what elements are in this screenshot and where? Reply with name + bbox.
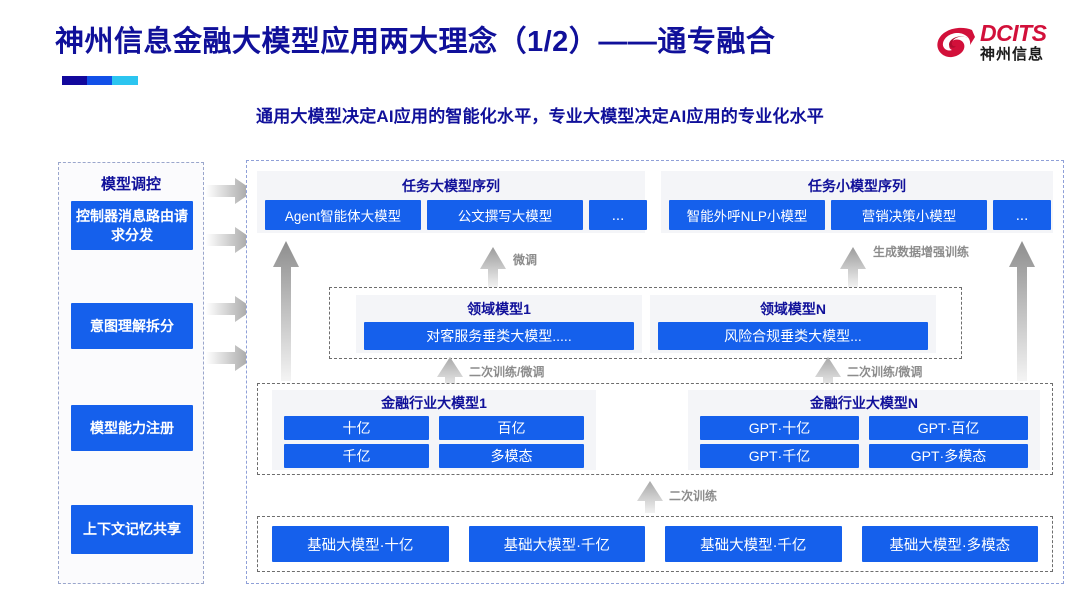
control-item-router[interactable]: 控制器消息路由请求分发 xyxy=(71,201,193,250)
right-arrow-icon-2 xyxy=(206,227,254,253)
logo-wordmark: DCITS 神州信息 xyxy=(980,20,1064,64)
domain-model-n-chip[interactable]: 风险合规垂类大模型... xyxy=(658,322,928,350)
flow-label-retrain-finetune-left: 二次训练/微调 xyxy=(469,365,545,379)
page-header: 神州信息金融大模型应用两大理念（1/2）——通专融合 DCITS 神州信息 通用… xyxy=(0,0,1080,126)
task-small-model-sequence-title: 任务小模型序列 xyxy=(808,178,906,194)
domain-model-1-card: 领域模型1 对客服务垂类大模型..... xyxy=(356,295,642,353)
accent-segment-3 xyxy=(112,76,138,85)
model-control-panel-title: 模型调控 xyxy=(100,176,161,193)
domain-model-1-title: 领域模型1 xyxy=(467,301,531,317)
flow-label-retrain: 二次训练 xyxy=(669,489,718,503)
industry-n-chip-gpt-hundred-billion[interactable]: GPT·千亿 xyxy=(700,444,859,468)
task-chip-document[interactable]: 公文撰写大模型 xyxy=(427,200,583,230)
title-accent-bar xyxy=(62,76,138,85)
industry-model-1-title: 金融行业大模型1 xyxy=(381,395,487,411)
right-arrow-icon-1 xyxy=(206,178,254,204)
industry-1-chip-hundred-billion[interactable]: 千亿 xyxy=(284,444,429,468)
page-subtitle: 通用大模型决定AI应用的智能化水平，专业大模型决定AI应用的专业化水平 xyxy=(256,107,824,126)
domain-model-n-title: 领域模型N xyxy=(759,301,827,317)
task-chip-marketing[interactable]: 营销决策小模型 xyxy=(831,200,987,230)
up-arrow-icon-finetune xyxy=(480,247,506,292)
control-item-registry[interactable]: 模型能力注册 xyxy=(71,405,193,451)
base-chip-billion[interactable]: 基础大模型·十亿 xyxy=(272,526,449,562)
base-model-band: 基础大模型·十亿 基础大模型·千亿 基础大模型·千亿 基础大模型·多模态 xyxy=(257,516,1053,572)
industry-n-chip-gpt-ten-billion[interactable]: GPT·百亿 xyxy=(869,416,1028,440)
industry-1-chip-multimodal[interactable]: 多模态 xyxy=(439,444,584,468)
industry-n-chip-gpt-billion[interactable]: GPT·十亿 xyxy=(700,416,859,440)
task-chip-outbound-nlp[interactable]: 智能外呼NLP小模型 xyxy=(669,200,825,230)
up-arrow-icon-retrain-finetune-right xyxy=(815,357,841,394)
base-chip-hundred-billion-1[interactable]: 基础大模型·千亿 xyxy=(468,526,645,562)
industry-1-chip-billion[interactable]: 十亿 xyxy=(284,416,429,440)
industry-model-band: 金融行业大模型1 十亿 百亿 千亿 多模态 金融行业大模型N GPT·十亿 GP… xyxy=(257,383,1053,475)
base-chip-hundred-billion-2[interactable]: 基础大模型·千亿 xyxy=(665,526,842,562)
base-chip-multimodal[interactable]: 基础大模型·多模态 xyxy=(861,526,1038,562)
logo-brand-chinese: 神州信息 xyxy=(980,46,1045,63)
accent-segment-2 xyxy=(87,76,113,85)
right-arrow-icon-3 xyxy=(206,296,254,322)
industry-1-chip-ten-billion[interactable]: 百亿 xyxy=(439,416,584,440)
industry-model-1-card: 金融行业大模型1 十亿 百亿 千亿 多模态 xyxy=(272,390,596,470)
right-arrow-icon-4 xyxy=(206,345,254,371)
up-arrow-icon-retrain-finetune-left xyxy=(437,357,463,394)
page-title: 神州信息金融大模型应用两大理念（1/2）——通专融合 xyxy=(55,26,776,58)
company-logo: DCITS 神州信息 xyxy=(934,20,1064,72)
control-item-intent[interactable]: 意图理解拆分 xyxy=(71,303,193,349)
task-large-model-chip-row: Agent智能体大模型 公文撰写大模型 ... xyxy=(257,196,647,230)
up-arrow-icon-data-aug xyxy=(840,247,866,292)
task-small-model-chip-row: 智能外呼NLP小模型 营销决策小模型 ... xyxy=(661,196,1053,230)
domain-model-1-chip[interactable]: 对客服务垂类大模型..... xyxy=(364,322,634,350)
model-control-panel: 模型调控 控制器消息路由请求分发 意图理解拆分 模型能力注册 上下文记忆共享 xyxy=(58,162,204,584)
task-chip-more-small[interactable]: ... xyxy=(993,200,1051,230)
logo-brand-latin: DCITS xyxy=(980,20,1047,46)
dcits-swirl-icon xyxy=(934,24,978,64)
industry-model-n-card: 金融行业大模型N GPT·十亿 GPT·百亿 GPT·千亿 GPT·多模态 xyxy=(688,390,1040,470)
industry-model-1-chip-grid: 十亿 百亿 千亿 多模态 xyxy=(272,413,596,468)
task-small-model-sequence-card: 任务小模型序列 智能外呼NLP小模型 营销决策小模型 ... xyxy=(661,171,1053,233)
task-large-model-sequence-card: 任务大模型序列 Agent智能体大模型 公文撰写大模型 ... xyxy=(257,171,647,233)
up-arrow-icon-tall-right xyxy=(1009,241,1035,386)
up-arrow-icon-tall-left xyxy=(273,241,299,386)
task-chip-agent[interactable]: Agent智能体大模型 xyxy=(265,200,421,230)
domain-model-n-card: 领域模型N 风险合规垂类大模型... xyxy=(650,295,936,353)
architecture-diagram: 任务大模型序列 Agent智能体大模型 公文撰写大模型 ... 任务小模型序列 … xyxy=(246,160,1064,584)
flow-label-finetune: 微调 xyxy=(513,253,538,267)
control-item-context[interactable]: 上下文记忆共享 xyxy=(71,505,193,554)
industry-model-n-title: 金融行业大模型N xyxy=(809,395,919,411)
accent-segment-1 xyxy=(62,76,88,85)
industry-model-n-chip-grid: GPT·十亿 GPT·百亿 GPT·千亿 GPT·多模态 xyxy=(688,413,1040,468)
flow-label-retrain-finetune-right: 二次训练/微调 xyxy=(847,365,923,379)
task-large-model-sequence-title: 任务大模型序列 xyxy=(402,178,500,194)
flow-label-data-augmentation: 生成数据增强训练 xyxy=(873,245,970,259)
domain-model-band: 领域模型1 对客服务垂类大模型..... 领域模型N 风险合规垂类大模型... xyxy=(329,287,962,359)
task-chip-more[interactable]: ... xyxy=(589,200,647,230)
up-arrow-icon-retrain xyxy=(637,481,663,518)
industry-n-chip-gpt-multimodal[interactable]: GPT·多模态 xyxy=(869,444,1028,468)
